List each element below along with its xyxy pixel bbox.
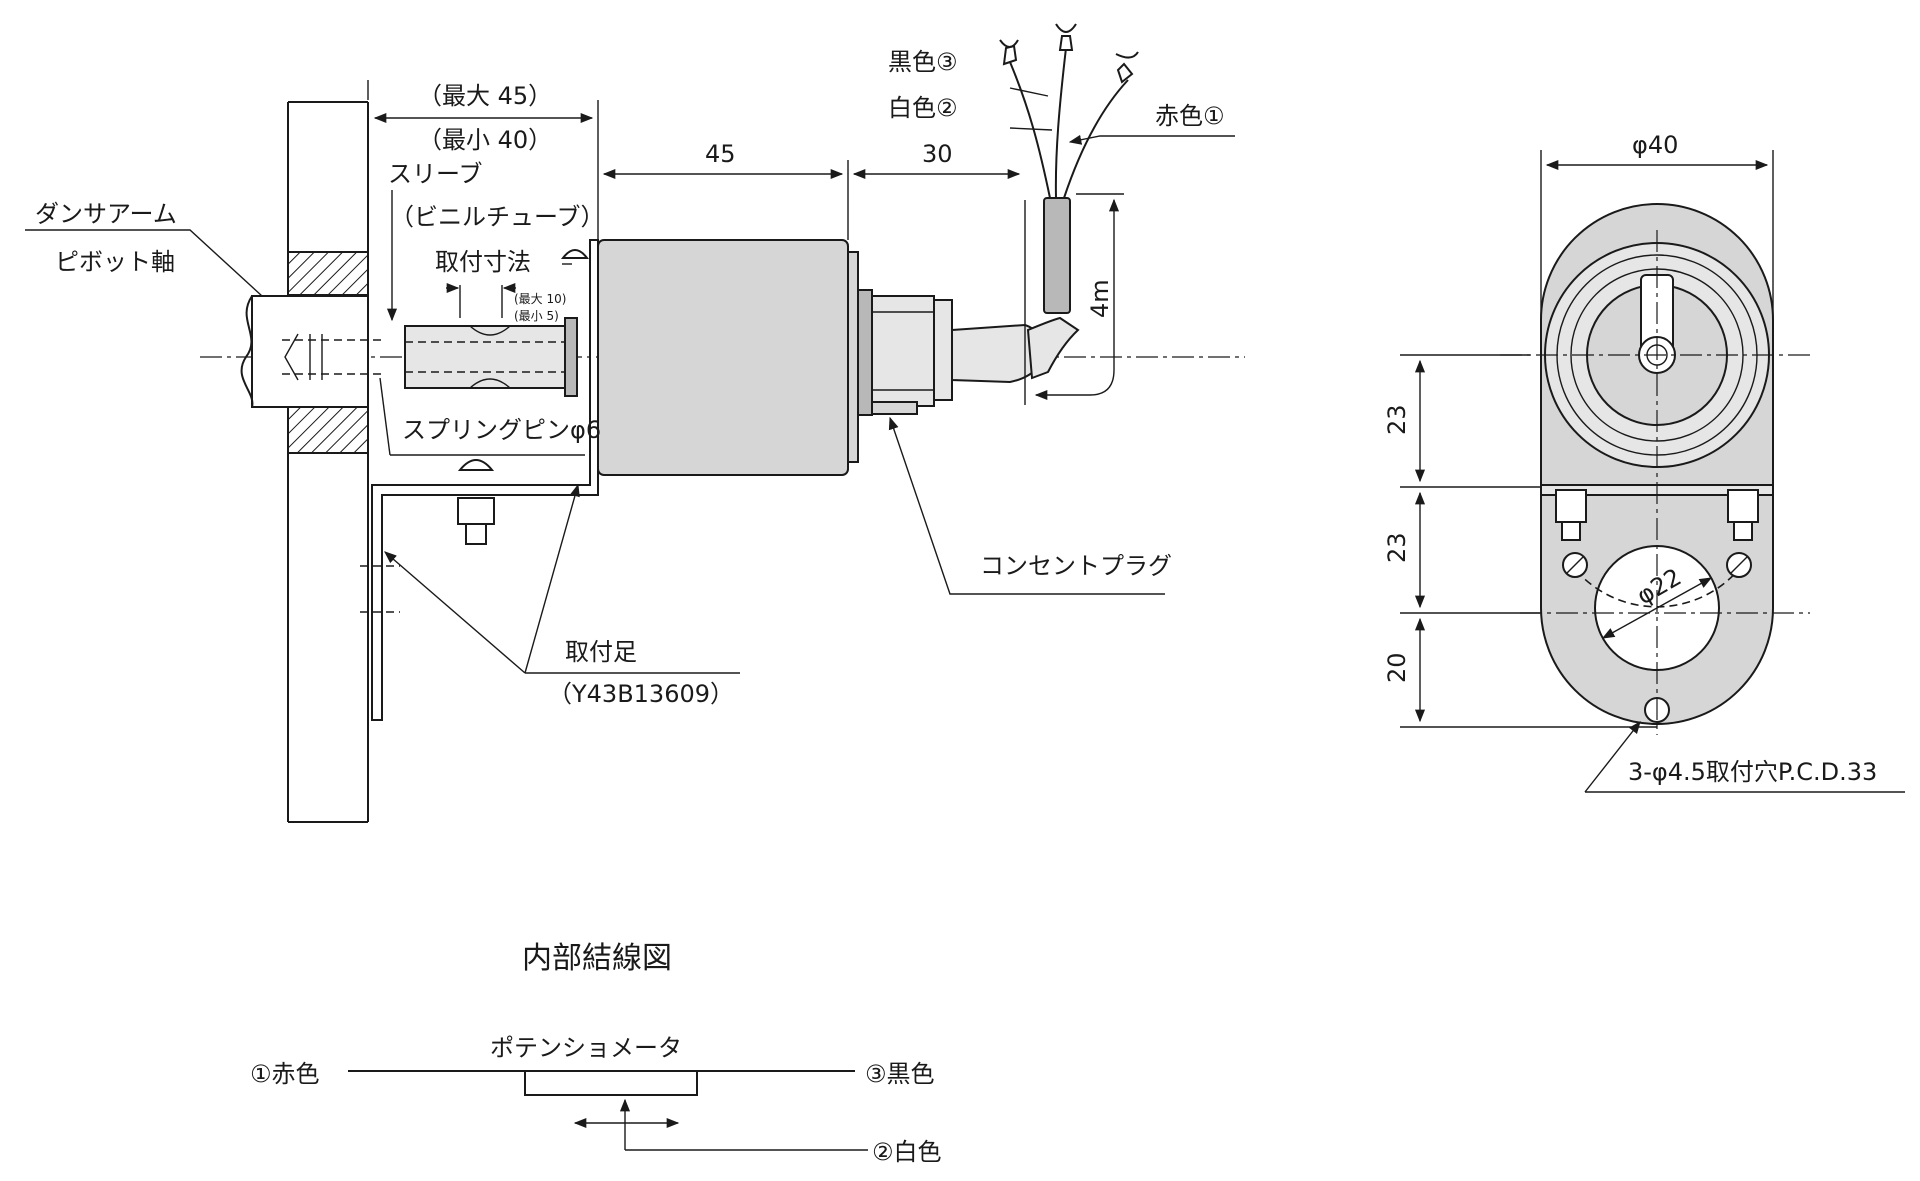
potentiometer-body bbox=[597, 239, 1080, 476]
label-vinyl-tube: （ビニルチューブ） bbox=[390, 203, 605, 231]
label-min-40: （最小 40） bbox=[418, 126, 552, 154]
label-white-2: 白色② bbox=[888, 94, 958, 122]
label-dim-45: 45 bbox=[705, 140, 736, 168]
label-max-45: （最大 45） bbox=[418, 82, 552, 110]
sleeve bbox=[404, 317, 578, 397]
wiring-black: ③黒色 bbox=[865, 1060, 935, 1088]
label-damper-arm: ダンサアーム bbox=[35, 200, 177, 228]
wiring-white: ②白色 bbox=[872, 1138, 942, 1166]
side-dimensions bbox=[367, 80, 1124, 405]
label-sleeve: スリーブ bbox=[388, 160, 483, 188]
cable bbox=[999, 23, 1139, 314]
label-plug: コンセントプラグ bbox=[980, 552, 1172, 580]
label-foot-part: （Y43B13609） bbox=[548, 680, 734, 708]
label-dim-23b: 23 bbox=[1383, 532, 1411, 563]
side-view: ダンサアーム ピボット軸 （最大 45） （最小 40） スリーブ （ビニルチュ… bbox=[25, 23, 1245, 823]
label-pivot-shaft: ピボット軸 bbox=[55, 248, 175, 276]
label-dim-23a: 23 bbox=[1383, 404, 1411, 435]
wiring-diagram: 内部結線図 ポテンショメータ ①赤色 ③黒色 ②白色 bbox=[250, 941, 942, 1166]
damper-arm-plate bbox=[287, 101, 369, 823]
label-holes: 3-φ4.5取付穴P.C.D.33 bbox=[1628, 758, 1877, 786]
label-max-10: (最大 10) bbox=[514, 292, 566, 306]
side-leaders bbox=[25, 87, 1235, 674]
label-black-3: 黒色③ bbox=[888, 48, 958, 76]
label-mount-dim: 取付寸法 bbox=[435, 248, 531, 276]
label-dim-20: 20 bbox=[1383, 652, 1411, 683]
label-red-1: 赤色① bbox=[1155, 102, 1225, 130]
label-foot: 取付足 bbox=[565, 638, 637, 666]
pivot-shaft bbox=[240, 295, 385, 408]
label-dia-40: φ40 bbox=[1632, 131, 1678, 159]
label-dim-30: 30 bbox=[922, 140, 953, 168]
wiring-pot: ポテンショメータ bbox=[490, 1034, 682, 1062]
label-spring-pin: スプリングピンφ6 bbox=[402, 416, 601, 444]
front-view: φ40 23 23 20 φ22 3-φ4.5取付穴P.C.D.33 bbox=[1383, 131, 1905, 793]
wiring-title: 内部結線図 bbox=[522, 941, 672, 976]
mounting-foot bbox=[360, 239, 599, 721]
label-cable-4m: 4m bbox=[1086, 279, 1114, 318]
label-min-5: (最小 5) bbox=[514, 309, 559, 323]
wiring-red: ①赤色 bbox=[250, 1060, 320, 1088]
